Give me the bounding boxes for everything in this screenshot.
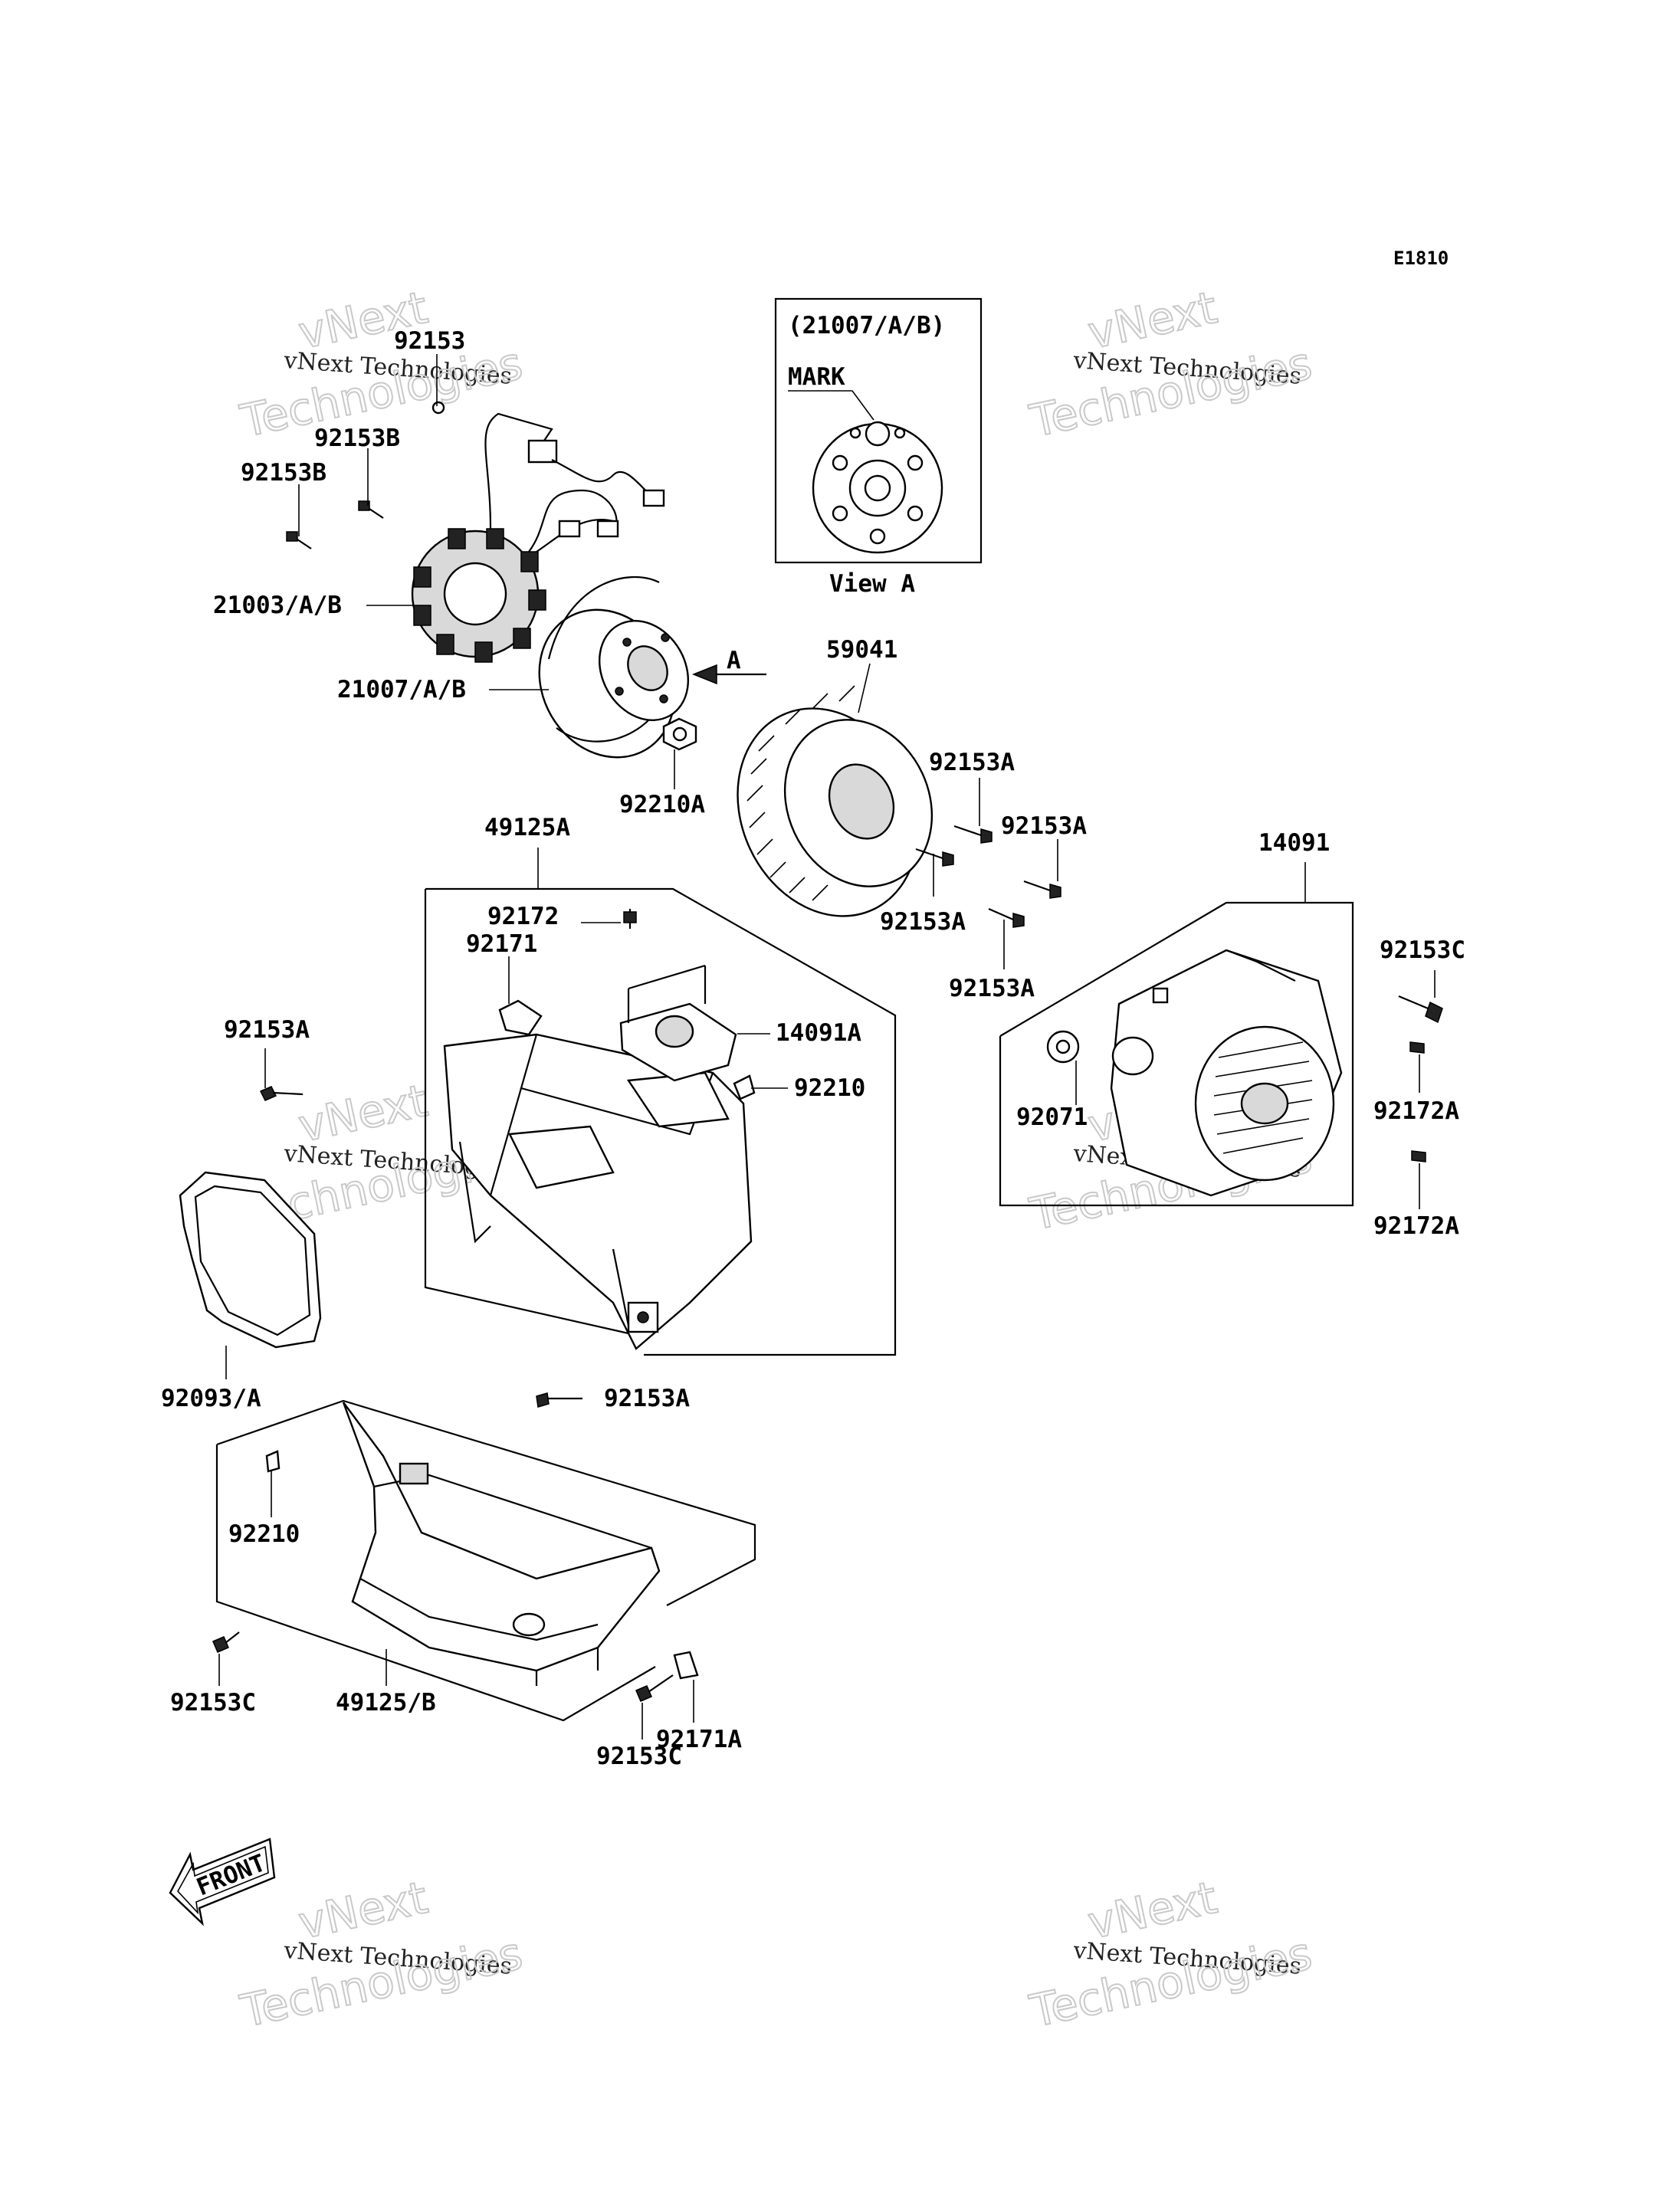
label-14091A: 14091A [776, 1019, 861, 1047]
view-arrow-a: A [691, 647, 766, 685]
label-92071: 92071 [1016, 1103, 1088, 1131]
cover-14091A [619, 964, 737, 1082]
label-92171: 92171 [466, 930, 537, 958]
bolt-92153A-d [1023, 880, 1061, 899]
clip-92210-low [265, 1450, 281, 1473]
label-92153A-4: 92153A [949, 975, 1035, 1002]
label-92153-top: 92153 [394, 327, 465, 355]
diagram-code: E1810 [1393, 248, 1449, 269]
label-92153C-left: 92153C [170, 1689, 256, 1717]
label-92210-mid: 92210 [794, 1074, 865, 1102]
inset-caption: View A [829, 570, 915, 598]
clip-92171 [498, 999, 543, 1036]
label-92093: 92093/A [161, 1385, 261, 1412]
label-49125A: 49125A [484, 814, 570, 841]
bolt-92153C-right [1398, 995, 1443, 1024]
stator-21003 [411, 401, 665, 663]
label-92153A-bottom: 92153A [604, 1385, 690, 1412]
clip-92210-mid [733, 1074, 756, 1100]
fan-59041 [737, 685, 934, 917]
frame-14091 [999, 901, 1354, 1207]
bolt-92153A-a [953, 825, 993, 844]
label-92172: 92172 [487, 903, 559, 930]
bolt-92153A-left [259, 1086, 304, 1101]
label-92153B-2: 92153B [241, 459, 326, 487]
nut-92210A [662, 717, 697, 751]
label-49125B: 49125/B [336, 1689, 436, 1717]
view-arrow-label: A [727, 647, 741, 674]
flywheel-21007 [538, 576, 690, 759]
label-21003: 21003/A/B [213, 592, 342, 619]
label-92172A-2: 92172A [1373, 1212, 1459, 1240]
screw-92172A-1 [1409, 1041, 1425, 1054]
watermark-top-left: vNext vNext Technologies Technologies [235, 280, 528, 448]
bolt-92153A-bottom [536, 1392, 582, 1408]
shroud-49125A [443, 1033, 753, 1350]
label-92153A-2: 92153A [1001, 812, 1087, 840]
part-labels: 92153 92153B 92153B 21003/A/B 21007/A/B … [161, 327, 1465, 1770]
label-92171A: 92171A [656, 1726, 742, 1753]
label-92153B-1: 92153B [314, 425, 400, 452]
watermark-bottom-right: vNext vNext Technologies Technologies [1025, 1871, 1317, 2038]
screw-92153B-1 [358, 500, 384, 519]
bolt-92153A-c [988, 907, 1025, 928]
screw-92172 [623, 909, 637, 929]
inset-title: (21007/A/B) [788, 312, 945, 339]
label-21007: 21007/A/B [337, 676, 466, 703]
label-92210A: 92210A [619, 791, 705, 818]
watermark-brand: vNext [1084, 281, 1222, 359]
label-92153A-3: 92153A [880, 908, 966, 936]
bolt-92153A-b [915, 848, 954, 867]
clamp-92171A [673, 1651, 699, 1680]
recoil-cover-14091 [1110, 949, 1343, 1197]
frame-49125A [425, 887, 897, 1356]
label-92153A-left: 92153A [224, 1016, 310, 1044]
label-92153A-1: 92153A [929, 749, 1015, 776]
inset-view-a: (21007/A/B) MARK View A [774, 297, 983, 598]
bolt-92153C-bottom [635, 1674, 674, 1702]
watermark-bottom-left: vNext vNext Technologies Technologies [235, 1871, 528, 2038]
frame-49125B [216, 1399, 756, 1606]
watermark-brand: vNext [294, 1074, 432, 1153]
lower-shroud-49125B [342, 1402, 661, 1686]
watermark-brand: vNext [1084, 1871, 1222, 1949]
bolt-92153C-left [212, 1631, 240, 1653]
screw-92153B-2 [286, 531, 312, 549]
leader-lines [218, 354, 1436, 1740]
watermark-top-right: vNext vNext Technologies Technologies [1025, 280, 1317, 448]
screw-92172A-2 [1411, 1150, 1426, 1162]
label-92153C-bottom: 92153C [596, 1743, 682, 1770]
label-92153C-right: 92153C [1380, 936, 1465, 964]
mark-hole [865, 421, 891, 447]
front-arrow: FRONT [169, 1838, 276, 1926]
washer-92071 [1046, 1030, 1080, 1064]
inset-mark-label: MARK [788, 363, 845, 391]
watermark-brand: vNext [294, 1871, 432, 1949]
gasket-92093 [179, 1171, 322, 1349]
label-14091: 14091 [1258, 829, 1330, 857]
label-92210-low: 92210 [228, 1520, 300, 1548]
label-59041: 59041 [826, 636, 897, 664]
label-92172A-1: 92172A [1373, 1097, 1459, 1125]
